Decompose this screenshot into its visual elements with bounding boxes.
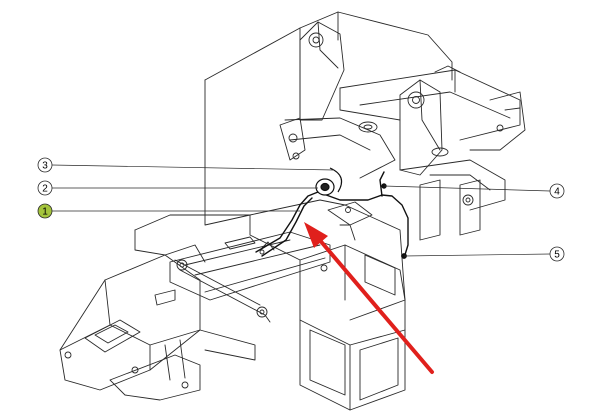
callout-2: 2 xyxy=(37,180,53,196)
red-pointer-arrow xyxy=(304,222,434,374)
callout-5-label: 5 xyxy=(554,250,560,261)
callout-leaders xyxy=(51,164,551,257)
callout-3: 3 xyxy=(37,157,53,173)
callout-1: 1 xyxy=(37,203,53,219)
sensor-component xyxy=(315,167,343,196)
callout-2-label: 2 xyxy=(42,184,48,195)
machine-frame-drawing xyxy=(59,11,526,411)
callout-4: 4 xyxy=(549,183,565,199)
callout-5: 5 xyxy=(549,246,565,262)
callout-4-label: 4 xyxy=(554,187,560,198)
callout-1-label: 1 xyxy=(42,207,48,218)
callout-3-label: 3 xyxy=(42,161,48,172)
